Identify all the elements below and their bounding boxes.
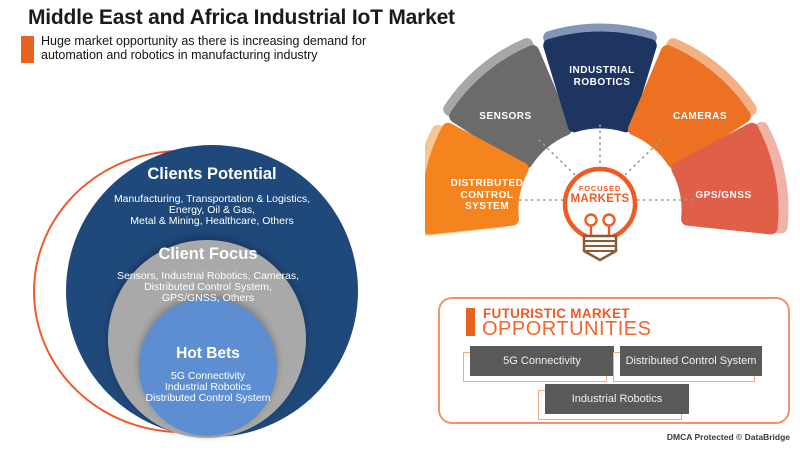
opportunities-heading-line-1: FUTURISTIC MARKET (483, 306, 630, 321)
focused-markets-hub-label: FOCUSED MARKETS (560, 184, 640, 205)
cameras-label-line: CAMERAS (672, 111, 728, 122)
subtitle-line-1: Huge market opportunity as there is incr… (41, 34, 367, 48)
sensors-label-line: SENSORS (479, 111, 532, 122)
clients-potential-line-1: Manufacturing, Transportation & Logistic… (113, 193, 311, 205)
opportunity-item-5g-connectivity: 5G Connectivity (463, 346, 614, 382)
hot-bets-title: Hot Bets (176, 345, 240, 362)
dcs-label-line-3: SYSTEM (464, 201, 510, 212)
venn-circle-hot-bets (139, 298, 277, 436)
hot-bets-line-3: Distributed Control System (145, 392, 271, 404)
hot-bets-items: 5G Connectivity Industrial Robotics Dist… (118, 371, 298, 404)
subtitle: Huge market opportunity as there is incr… (41, 34, 366, 62)
gps-gnss-label-line: GPS/GNSS (695, 190, 752, 201)
hot-bets-line-1: 5G Connectivity (170, 370, 246, 382)
industrial-robotics-label-line-2: ROBOTICS (573, 77, 631, 88)
page-title: Middle East and Africa Industrial IoT Ma… (28, 6, 455, 29)
subtitle-line-2: automation and robotics in manufacturing… (41, 48, 318, 62)
focused-markets-fan (425, 20, 800, 262)
client-focus-title: Client Focus (158, 245, 258, 263)
distributed-control-system-petal-label: DISTRIBUTED CONTROL SYSTEM (438, 178, 536, 213)
dcs-label-line-1: DISTRIBUTED (450, 178, 524, 189)
dashed-connector-lines (507, 124, 693, 201)
opportunities-heading-line-2: OPPORTUNITIES (482, 318, 652, 340)
subtitle-accent-bar (21, 36, 34, 63)
dmca-protection-notice: DMCA Protected © DataBridge (666, 432, 790, 442)
opportunity-item-distributed-control-system: Distributed Control System (613, 346, 762, 382)
opportunity-item-label: Industrial Robotics (545, 384, 689, 414)
opportunity-item-label: Distributed Control System (620, 346, 762, 376)
clients-potential-title: Clients Potential (147, 165, 277, 183)
clients-potential-items: Manufacturing, Transportation & Logistic… (82, 194, 342, 226)
lightbulb-icon (562, 166, 638, 262)
sensors-petal-label: SENSORS (458, 111, 553, 123)
client-focus-line-1: Sensors, Industrial Robotics, Cameras, (116, 270, 300, 282)
hub-label-line-1: FOCUSED (578, 184, 622, 193)
client-focus-items: Sensors, Industrial Robotics, Cameras, D… (98, 271, 318, 303)
client-focus-line-2: Distributed Control System, (144, 280, 272, 293)
gps-gnss-petal-label: GPS/GNSS (676, 190, 771, 202)
clients-potential-line-2: Energy, Oil & Gas, (168, 203, 256, 216)
futuristic-market-opportunities-panel: FUTURISTIC MARKET OPPORTUNITIES 5G Conne… (438, 297, 790, 424)
hot-bets-line-2: Industrial Robotics (164, 381, 252, 393)
opportunity-item-industrial-robotics: Industrial Robotics (538, 384, 689, 420)
industrial-robotics-petal-label: INDUSTRIAL ROBOTICS (549, 65, 655, 89)
opportunities-accent-bar (466, 308, 475, 336)
client-focus-line-3: GPS/GNSS, Others (161, 291, 255, 304)
opportunity-item-label: 5G Connectivity (470, 346, 614, 376)
industrial-robotics-label-line-1: INDUSTRIAL (569, 65, 635, 76)
cameras-petal-label: CAMERAS (652, 111, 748, 123)
clients-potential-line-3: Metal & Mining, Healthcare, Others (130, 214, 294, 227)
hub-label-line-2: MARKETS (570, 193, 630, 205)
dcs-label-line-2: CONTROL (460, 189, 514, 201)
